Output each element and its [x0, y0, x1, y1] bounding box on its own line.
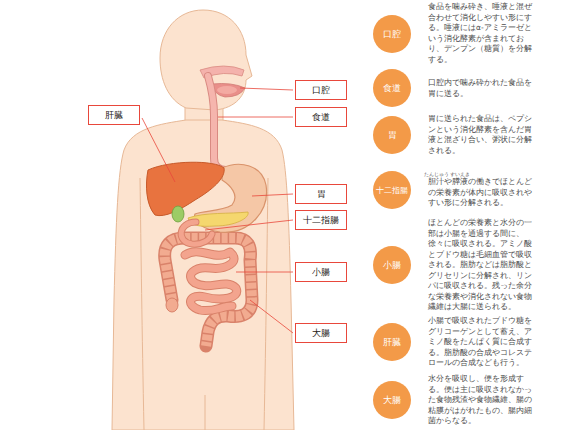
organ-name: 十二指腸 — [376, 185, 408, 195]
description-area: 口腔内で噛み砕かれた食品を胃に送る。 — [428, 78, 534, 99]
organ-entry: 肝臓 小腸で吸収されたブドウ糖をグリコーゲンとして蓄え、アミノ酸をたんぱく質に合成… — [373, 316, 535, 369]
organ-entry: 大腸 水分を吸収し、便を形成する。便は主に吸収されなかった食物残渣や食物繊維、腸の… — [373, 374, 535, 427]
organ-label-box: 肝臓 — [88, 105, 140, 125]
organ-circle: 小腸 — [373, 246, 411, 284]
furigana: すいえき — [450, 172, 470, 177]
organ-label: 小腸 — [302, 266, 340, 278]
leader-lines — [142, 88, 293, 333]
organ-label: 肝臓 — [95, 109, 133, 121]
organ-description: 胃に送られた食品は、ペプシンという消化酵素を含んだ胃液と混ざり合い、粥状に分解さ… — [428, 114, 534, 156]
organ-label: 食道 — [302, 111, 340, 123]
description-area: 小腸で吸収されたブドウ糖をグリコーゲンとして蓄え、アミノ酸をたんぱく質に合成する… — [428, 316, 534, 369]
organ-description: 胆汁や膵液の働きでほとんどの栄養素が体内に吸収されやすい形に分解される。 — [428, 177, 534, 209]
organ-circle: 胃 — [373, 116, 411, 154]
organ-label: 大腸 — [302, 327, 340, 339]
description-area: 胃に送られた食品は、ペプシンという消化酵素を含んだ胃液と混ざり合い、粥状に分解さ… — [428, 114, 534, 156]
organ-label-box: 小腸 — [295, 262, 347, 282]
furigana: たんじゅう — [424, 172, 449, 177]
organ-entry: 胃 胃に送られた食品は、ペプシンという消化酵素を含んだ胃液と混ざり合い、粥状に分解… — [373, 114, 535, 156]
organ-description: 水分を吸収し、便を形成する。便は主に吸収されなかった食物残渣や食物繊維、腸の粘膜… — [428, 374, 534, 427]
description-area: 食品を噛み砕き、唾液と混ぜ合わせて消化しやすい形にする。唾液にはα-アミラーゼと… — [428, 2, 534, 65]
organ-circle: 大腸 — [373, 381, 411, 419]
organ-entry: 十二指腸 胆汁や膵液の働きでほとんどの栄養素が体内に吸収されやすい形に分解される。… — [373, 171, 535, 209]
large-intestine — [165, 238, 252, 346]
organ-label-box: 十二指腸 — [295, 210, 347, 230]
body-silhouette — [112, 10, 294, 430]
organ-label: 胃 — [302, 188, 340, 200]
organ-circle: 食道 — [373, 69, 411, 107]
organ-circle: 十二指腸 — [373, 171, 411, 209]
organ-description: 食品を噛み砕き、唾液と混ぜ合わせて消化しやすい形にする。唾液にはα-アミラーゼと… — [428, 2, 534, 65]
small-intestine — [185, 252, 237, 311]
liver — [146, 162, 224, 215]
organ-entry: 小腸 ほとんどの栄養素と水分の一部は小腸を通過する間に、徐々に吸収される。アミノ酸… — [373, 218, 535, 313]
organ-label-box: 口腔 — [295, 80, 347, 100]
organ-description: 口腔内で噛み砕かれた食品を胃に送る。 — [428, 78, 534, 99]
description-area: 水分を吸収し、便を形成する。便は主に吸収されなかった食物残渣や食物繊維、腸の粘膜… — [428, 374, 534, 427]
organ-circle: 肝臓 — [373, 323, 411, 361]
pancreas-duodenum — [172, 206, 248, 244]
organ-entry: 食道 口腔内で噛み砕かれた食品を胃に送る。 — [373, 69, 535, 107]
organ-name: 胃 — [388, 130, 397, 140]
esophagus — [208, 76, 226, 170]
organ-entry: 口腔 食品を噛み砕き、唾液と混ぜ合わせて消化しやすい形にする。唾液にはα-アミラー… — [373, 2, 535, 65]
organ-description: 小腸で吸収されたブドウ糖をグリコーゲンとして蓄え、アミノ酸をたんぱく質に合成する… — [428, 316, 534, 369]
organ-description: ほとんどの栄養素と水分の一部は小腸を通過する間に、徐々に吸収される。アミノ酸とブ… — [428, 218, 534, 313]
organ-circle: 口腔 — [373, 15, 411, 53]
description-area: ほとんどの栄養素と水分の一部は小腸を通過する間に、徐々に吸収される。アミノ酸とブ… — [428, 218, 534, 313]
organ-label-box: 食道 — [295, 107, 347, 127]
organ-label: 十二指腸 — [302, 214, 340, 226]
organ-name: 小腸 — [383, 260, 401, 270]
organ-name: 肝臓 — [383, 337, 401, 347]
organ-name: 口腔 — [383, 29, 401, 39]
organ-name: 大腸 — [383, 395, 401, 405]
organ-label-box: 大腸 — [295, 323, 347, 343]
organ-name: 食道 — [383, 83, 401, 93]
organ-label-box: 胃 — [295, 184, 347, 204]
organ-label: 口腔 — [302, 84, 340, 96]
